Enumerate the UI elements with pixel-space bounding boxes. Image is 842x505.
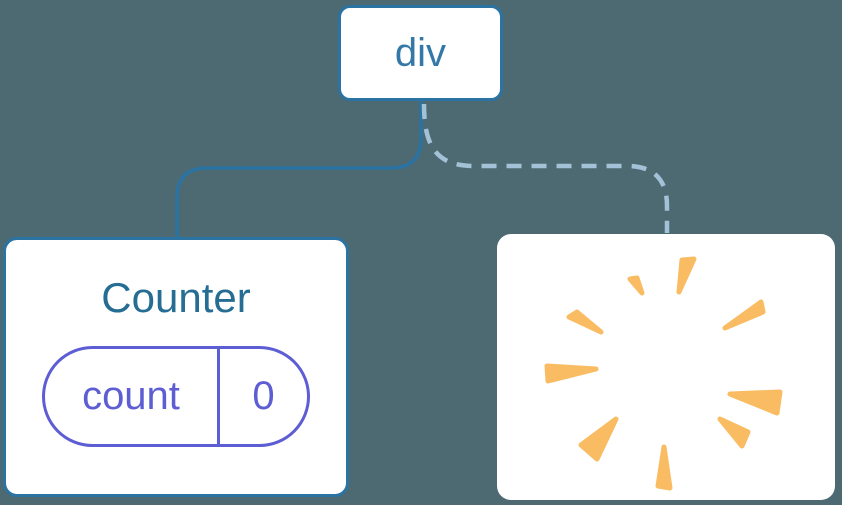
burst-ray [627, 275, 645, 296]
counter-node: Counter count 0 [3, 237, 349, 497]
burst-ray [727, 389, 783, 416]
root-node-label: div [394, 30, 447, 75]
burst-ray [717, 416, 751, 449]
connector-dashed-edge [421, 103, 670, 233]
removed-node [497, 234, 835, 500]
state-value: 0 [252, 374, 275, 419]
state-pill: count 0 [42, 346, 310, 448]
counter-node-title: Counter [101, 274, 251, 321]
burst-ray [578, 416, 619, 462]
burst-ray [655, 444, 673, 491]
connector-solid-edge [175, 99, 423, 240]
state-key: count [45, 349, 220, 445]
burst-ray [544, 363, 599, 384]
burst-ray [676, 256, 697, 295]
burst-ray [722, 299, 766, 331]
root-node-div: div [338, 5, 503, 101]
poof-burst-icon [544, 256, 783, 491]
burst-ray [566, 309, 604, 335]
